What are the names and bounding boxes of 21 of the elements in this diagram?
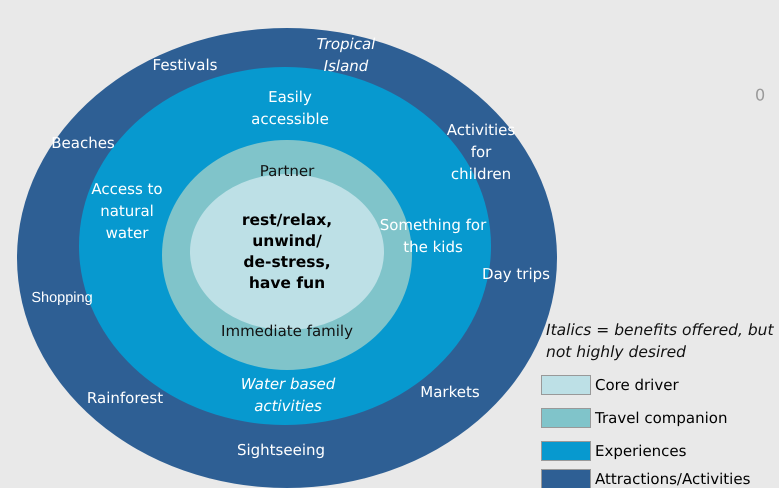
ring-label: Easily accessible <box>250 87 330 130</box>
legend-label: Core driver <box>595 376 679 394</box>
ring-label: Immediate family <box>220 321 354 342</box>
page-number: 0 <box>755 86 766 104</box>
ring-label: Sightseeing <box>236 440 326 461</box>
legend-label: Attractions/Activities <box>595 470 750 488</box>
ring-label: Water based activities <box>240 374 336 417</box>
ring-label: Markets <box>419 382 481 403</box>
ring-label: Rainforest <box>86 388 164 409</box>
ring-label: Tropical Island <box>316 34 376 77</box>
legend-label: Travel companion <box>595 409 728 427</box>
legend-note: Italics = benefits offered, but not highly desired <box>546 320 775 363</box>
ring-label: Partner <box>258 161 316 182</box>
ring-label: Festivals <box>152 55 218 76</box>
ring-label: Shopping <box>30 289 94 308</box>
ring-label: Day trips <box>481 264 551 285</box>
core-driver-text: rest/relax, unwind/ de-stress, have fun <box>240 210 334 294</box>
legend-label: Experiences <box>595 442 686 460</box>
ring-label: Access to natural water <box>90 179 164 244</box>
ring-label: Something for the kids <box>378 215 488 258</box>
ring-label: Beaches <box>50 133 116 154</box>
